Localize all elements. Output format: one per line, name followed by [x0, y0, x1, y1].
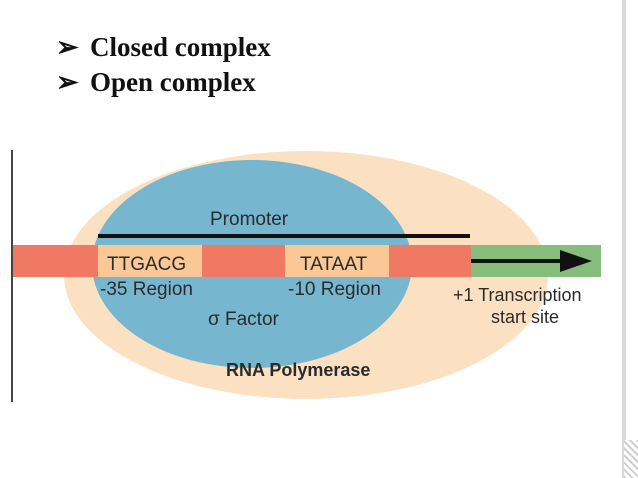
- rna-polymerase-label: RNA Polymerase: [226, 360, 370, 380]
- box-10-shape: [285, 245, 389, 277]
- box-35-sequence: TTGACG: [107, 254, 186, 275]
- box-35-shape: [98, 245, 202, 277]
- edge-hatch-decoration: [624, 440, 638, 478]
- arrowhead-bullet-icon: ➢: [56, 32, 79, 62]
- edge-stripe: [622, 0, 626, 478]
- bullet-open-complex: ➢ Open complex: [56, 65, 271, 100]
- transcription-arrow-icon: [560, 250, 592, 272]
- bullet-closed-complex: ➢ Closed complex: [56, 30, 271, 65]
- slide-right-edge: [610, 0, 638, 478]
- sigma-factor-label: σ Factor: [208, 309, 280, 330]
- slide-left-rule: [11, 150, 13, 402]
- arrowhead-bullet-icon: ➢: [56, 67, 79, 97]
- dna-strand: [13, 245, 471, 277]
- region-10-label: -10 Region: [288, 279, 381, 300]
- bullet-text: Closed complex: [90, 32, 271, 62]
- tss-label-line1: +1 Transcription: [453, 285, 582, 305]
- tss-label-line2: start site: [491, 307, 559, 327]
- region-35-label: -35 Region: [100, 279, 193, 300]
- promoter-label: Promoter: [210, 209, 289, 230]
- box-10-sequence: TATAAT: [300, 254, 368, 275]
- bullet-text: Open complex: [90, 67, 256, 97]
- bullet-list: ➢ Closed complex ➢ Open complex: [56, 30, 271, 100]
